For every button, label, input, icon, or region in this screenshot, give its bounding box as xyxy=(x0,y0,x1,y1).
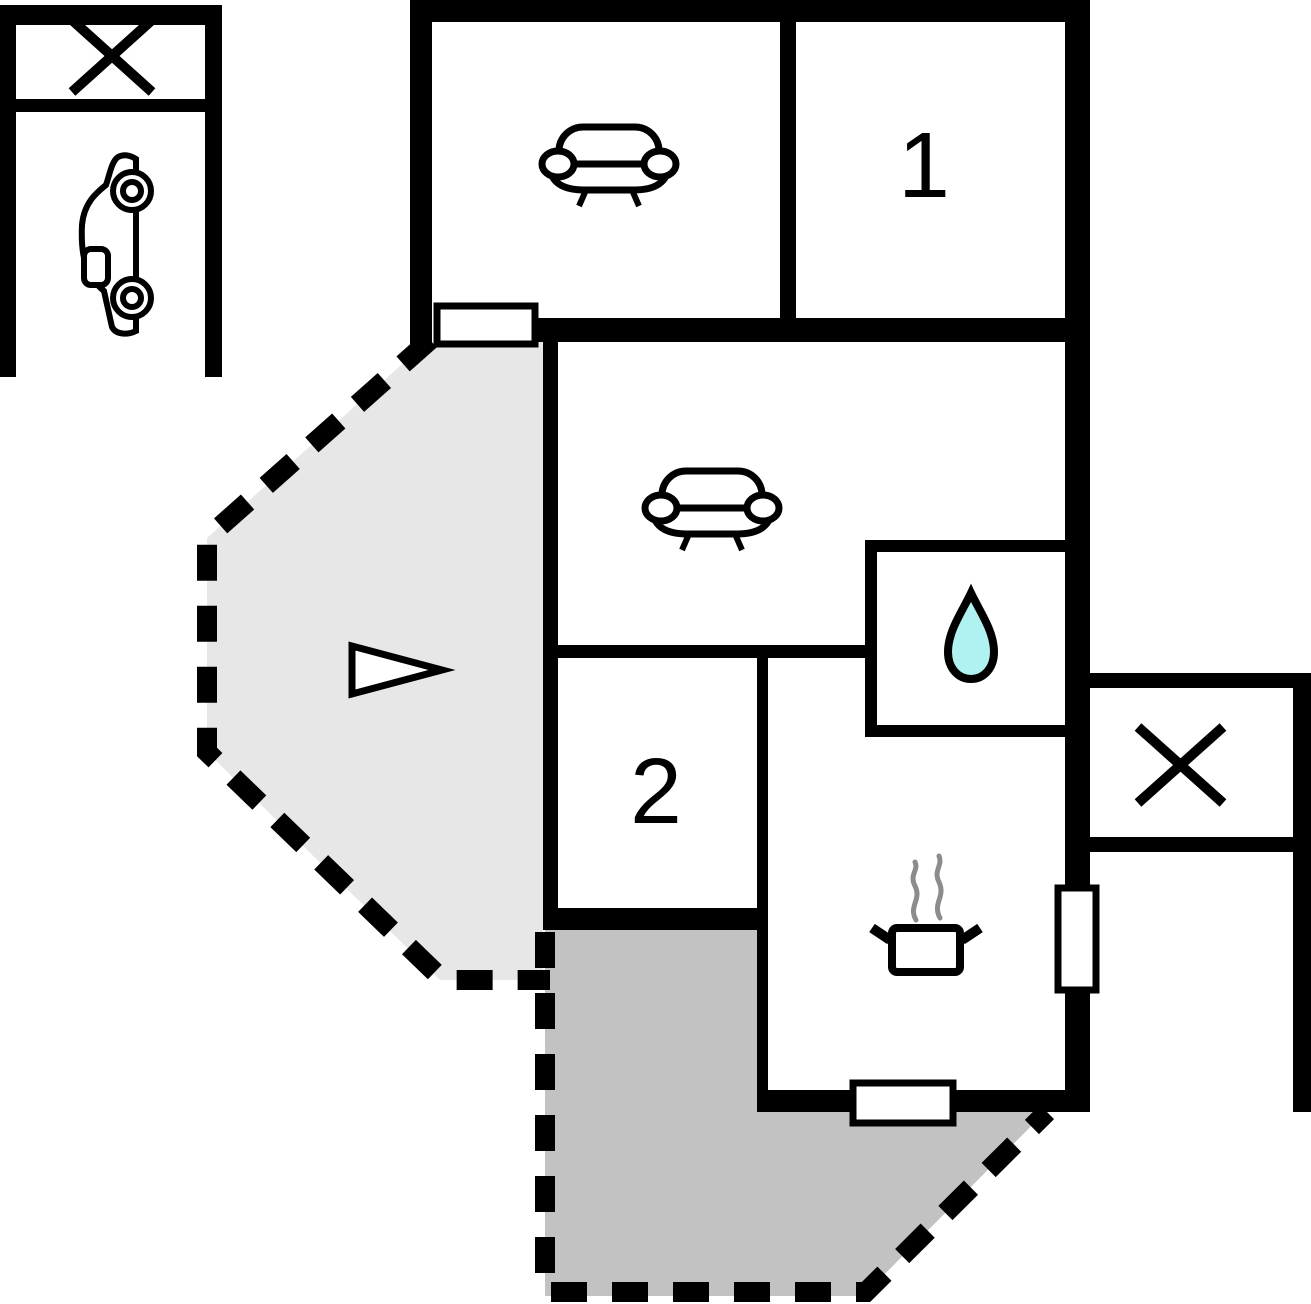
wall-living-left xyxy=(543,342,558,930)
wall-room2-bottom xyxy=(543,908,768,930)
wall-main-left-top xyxy=(410,0,432,344)
water-drop-icon xyxy=(943,583,999,684)
wall-bathroom-left xyxy=(865,540,877,737)
wall-annex-right xyxy=(1293,673,1311,1112)
sofa-icon xyxy=(542,127,676,206)
wall-garage-left xyxy=(0,5,16,377)
terrace-back-floor xyxy=(545,930,1045,1296)
kitchen-terrace-door xyxy=(849,1079,957,1127)
steam-icon xyxy=(910,853,944,923)
wall-living-bottom xyxy=(543,645,877,658)
lounge-terrace-door xyxy=(433,302,539,348)
wall-garage-top xyxy=(0,5,222,25)
wall-garage-divider xyxy=(16,99,205,112)
terrace-front-dashed-border xyxy=(197,332,550,990)
cross-icon xyxy=(1134,723,1227,807)
wall-room1-divider xyxy=(780,22,796,342)
wall-bathroom-bottom xyxy=(865,725,1090,737)
wall-bathroom-top xyxy=(865,540,1090,552)
car-icon xyxy=(78,152,154,337)
entrance-arrow-icon xyxy=(348,641,456,699)
wall-main-top xyxy=(410,0,1090,22)
wall-garage-right xyxy=(205,5,222,377)
sofa-icon xyxy=(645,471,779,550)
wall-kitchen-left xyxy=(757,645,768,1112)
wall-toprooms-bottom xyxy=(535,318,1090,342)
kitchen-window xyxy=(1054,884,1100,994)
room1-label: 1 xyxy=(898,113,950,217)
wall-annex-top xyxy=(1090,673,1311,688)
cooking-pot-icon xyxy=(869,923,983,976)
cross-icon xyxy=(68,16,156,96)
terrace-back-dashed-border xyxy=(535,932,1055,1302)
room2-label: 2 xyxy=(630,739,682,843)
wall-annex-bottom xyxy=(1090,837,1311,852)
